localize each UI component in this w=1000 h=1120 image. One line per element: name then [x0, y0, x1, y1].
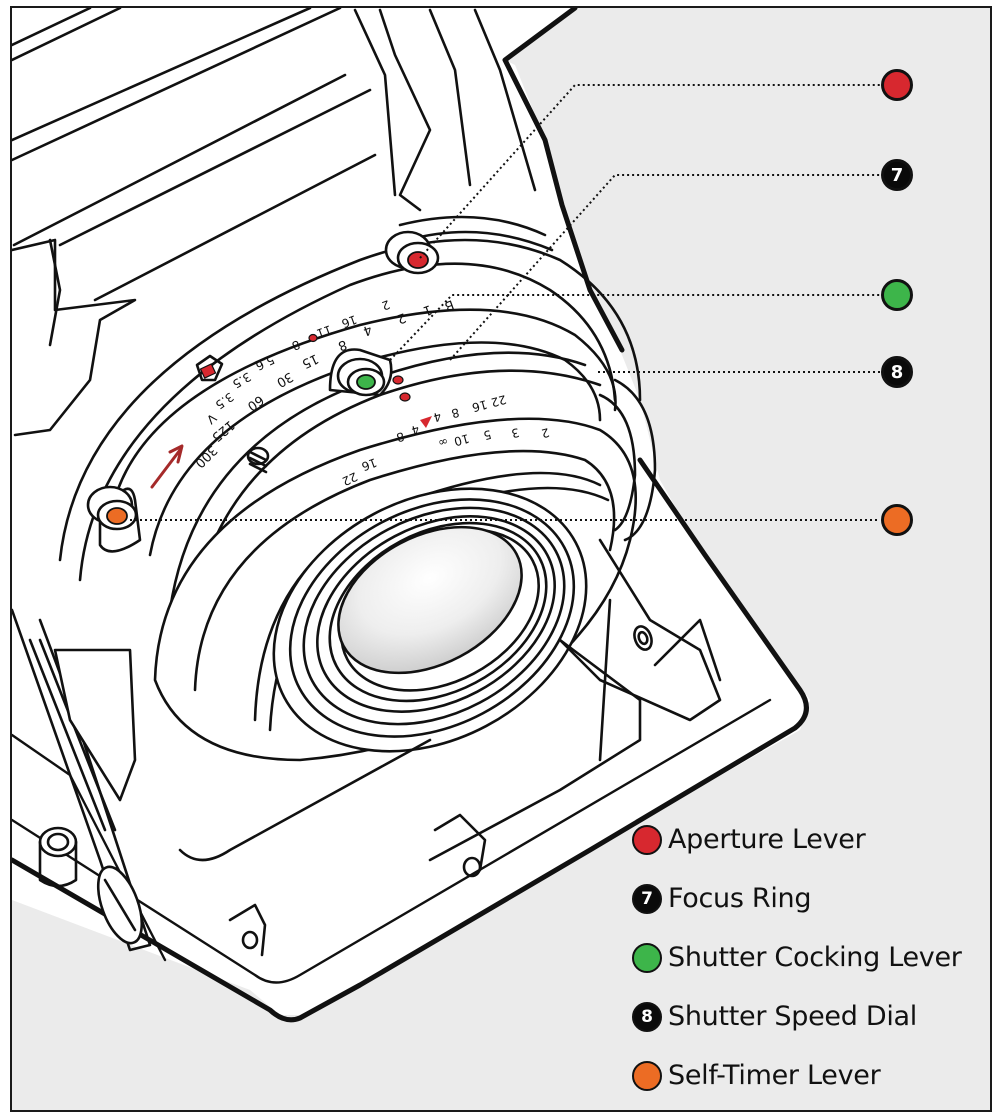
svg-text:16: 16: [340, 312, 359, 330]
legend-item-self-timer-lever: Self-Timer Lever: [632, 1046, 962, 1105]
number-8-badge-icon: 8: [632, 1001, 662, 1032]
focus-index-triangle: [420, 416, 432, 428]
svg-text:∞: ∞: [437, 434, 450, 450]
legend-item-focus-ring: 7 Focus Ring: [632, 869, 962, 928]
orange-dot-icon: [632, 1060, 662, 1091]
green-dot-icon: [632, 942, 662, 973]
legend-label: Shutter Cocking Lever: [668, 942, 962, 973]
number-7-badge-icon: 7: [632, 883, 662, 914]
legend-label: Focus Ring: [668, 883, 812, 914]
svg-text:4: 4: [410, 422, 421, 438]
svg-text:8: 8: [395, 429, 406, 445]
legend-item-shutter-cocking-lever: Shutter Cocking Lever: [632, 928, 962, 987]
legend-label: Shutter Speed Dial: [668, 1001, 917, 1032]
legend-item-aperture-lever: Aperture Lever: [632, 810, 962, 869]
callout-number: 7: [890, 164, 904, 186]
svg-text:8: 8: [450, 405, 461, 421]
red-arrow-icon: [150, 444, 184, 489]
lens-glass: [337, 525, 523, 675]
legend-item-shutter-speed-dial: 8 Shutter Speed Dial: [632, 987, 962, 1046]
callout-aperture-lever: [881, 69, 913, 101]
svg-text:4: 4: [432, 409, 443, 425]
badge-number: 8: [641, 1006, 653, 1027]
svg-text:5: 5: [482, 427, 493, 443]
callout-self-timer-lever: [881, 504, 913, 536]
red-dot-icon: [632, 824, 662, 855]
body-outer-edge: [502, 8, 625, 353]
depth-of-field-scale: 22 16 8 4 4 8 16 22: [340, 392, 508, 488]
callout-shutter-cocking-lever: [881, 279, 913, 311]
svg-text:22: 22: [340, 469, 360, 488]
callout-number: 8: [890, 361, 904, 383]
svg-text:16: 16: [470, 397, 488, 414]
svg-text:3: 3: [510, 425, 521, 441]
legend-label: Aperture Lever: [668, 824, 866, 855]
distance-scale: ∞ 10 5 3 2: [437, 425, 551, 450]
svg-text:11: 11: [315, 322, 334, 340]
shutter-cocking-lever-knob: [328, 348, 393, 397]
badge-number: 7: [641, 888, 653, 909]
svg-text:22: 22: [489, 392, 507, 409]
legend: Aperture Lever 7 Focus Ring Shutter Cock…: [632, 810, 962, 1105]
callout-shutter-speed-dial: 8: [881, 356, 913, 388]
svg-text:10: 10: [452, 431, 470, 448]
svg-text:30: 30: [274, 369, 296, 390]
svg-text:2: 2: [540, 425, 551, 441]
legend-label: Self-Timer Lever: [668, 1060, 881, 1091]
self-timer-lever-knob: [86, 485, 142, 553]
leader-shutter-cocking-lever: [389, 294, 880, 361]
leader-aperture-lever: [419, 84, 880, 259]
svg-text:2: 2: [380, 297, 392, 313]
svg-text:16: 16: [360, 455, 379, 473]
callout-focus-ring: 7: [881, 159, 913, 191]
svg-text:15: 15: [299, 350, 320, 371]
leader-lines: [130, 84, 880, 521]
